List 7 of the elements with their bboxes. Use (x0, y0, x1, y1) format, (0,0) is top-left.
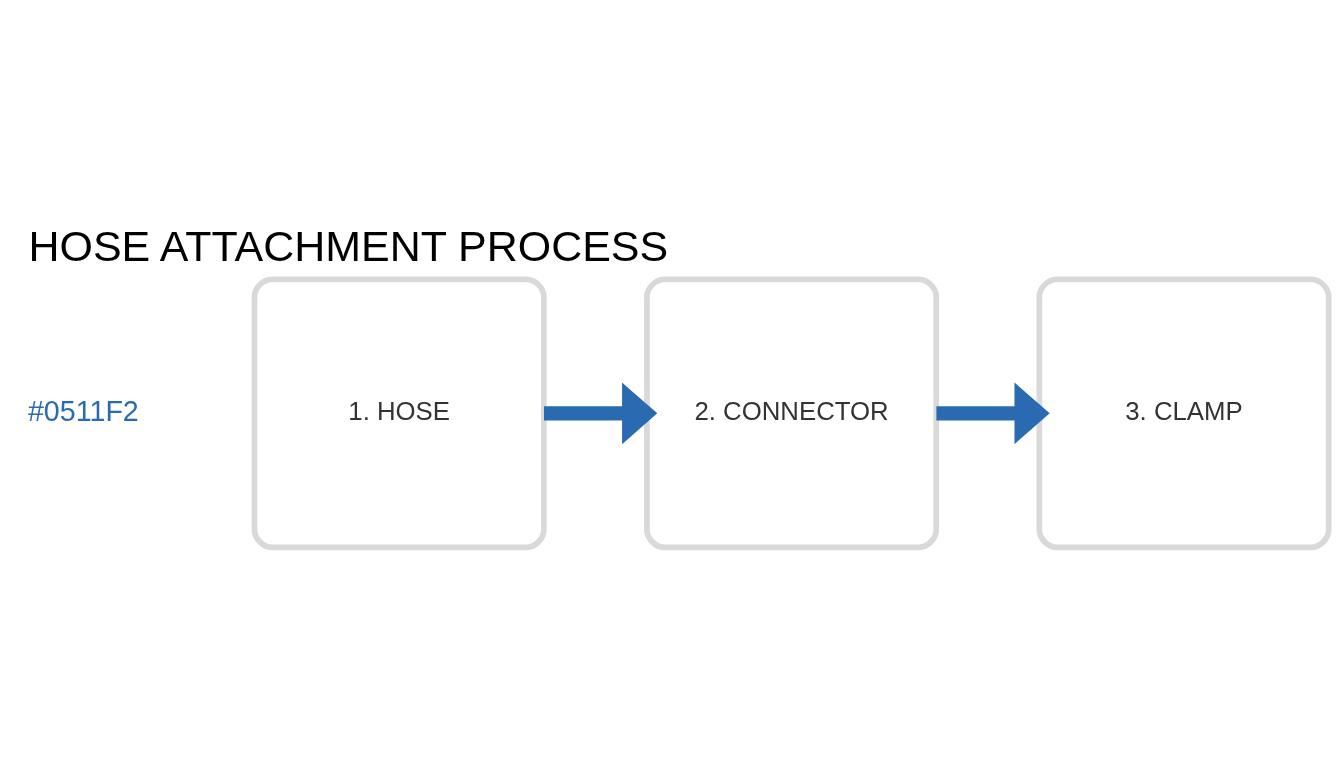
diagram-title: HOSE ATTACHMENT PROCESS (28, 221, 669, 270)
node-box: 2. CONNECTOR (644, 276, 940, 551)
arrow (544, 382, 658, 445)
label: #0511F2 (27, 394, 139, 427)
node-box: 3. CLAMP (1036, 276, 1332, 551)
node-box: 1. HOSE (251, 276, 547, 551)
arrow (936, 382, 1050, 445)
